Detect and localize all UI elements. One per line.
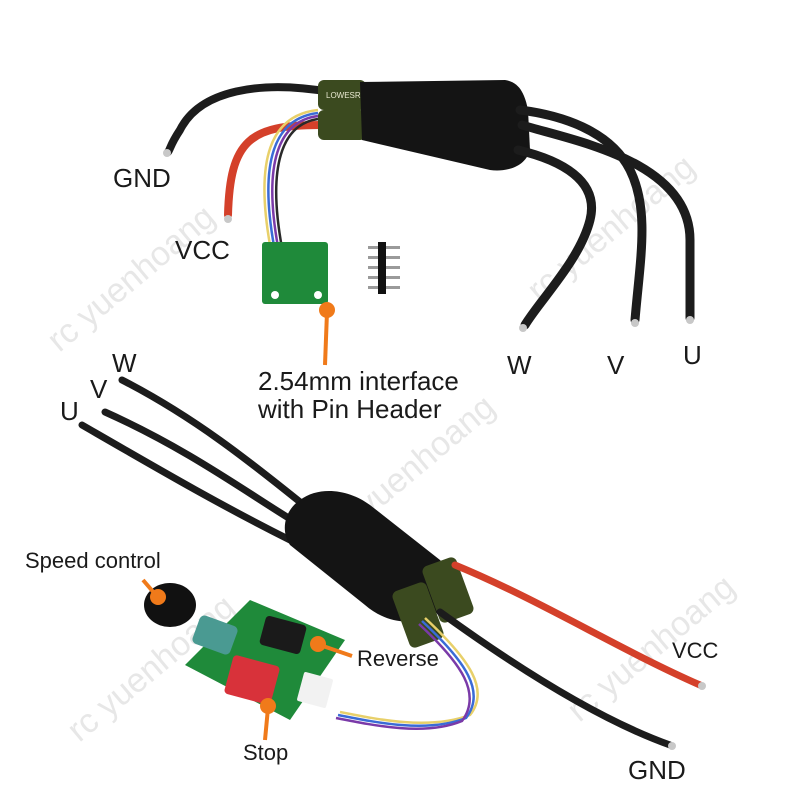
stop-label: Stop bbox=[243, 740, 289, 765]
top-w-label: W bbox=[507, 350, 532, 380]
svg-text:LOWESR: LOWESR bbox=[326, 91, 361, 100]
bottom-u-label: U bbox=[60, 396, 79, 426]
bottom-vcc-label: VCC bbox=[672, 638, 719, 663]
interface-label-line1: 2.54mm interface bbox=[258, 366, 459, 396]
bottom-w-label: W bbox=[112, 348, 137, 378]
top-u-label: U bbox=[683, 340, 702, 370]
top-vcc-label: VCC bbox=[175, 235, 230, 265]
top-v-label: V bbox=[607, 350, 625, 380]
interface-label-line2: with Pin Header bbox=[258, 394, 442, 424]
top-gnd-label: GND bbox=[113, 163, 171, 193]
speed-control-label: Speed control bbox=[25, 548, 161, 573]
reverse-label: Reverse bbox=[357, 646, 439, 671]
bottom-v-label: V bbox=[90, 374, 108, 404]
bottom-gnd-label: GND bbox=[628, 755, 686, 785]
